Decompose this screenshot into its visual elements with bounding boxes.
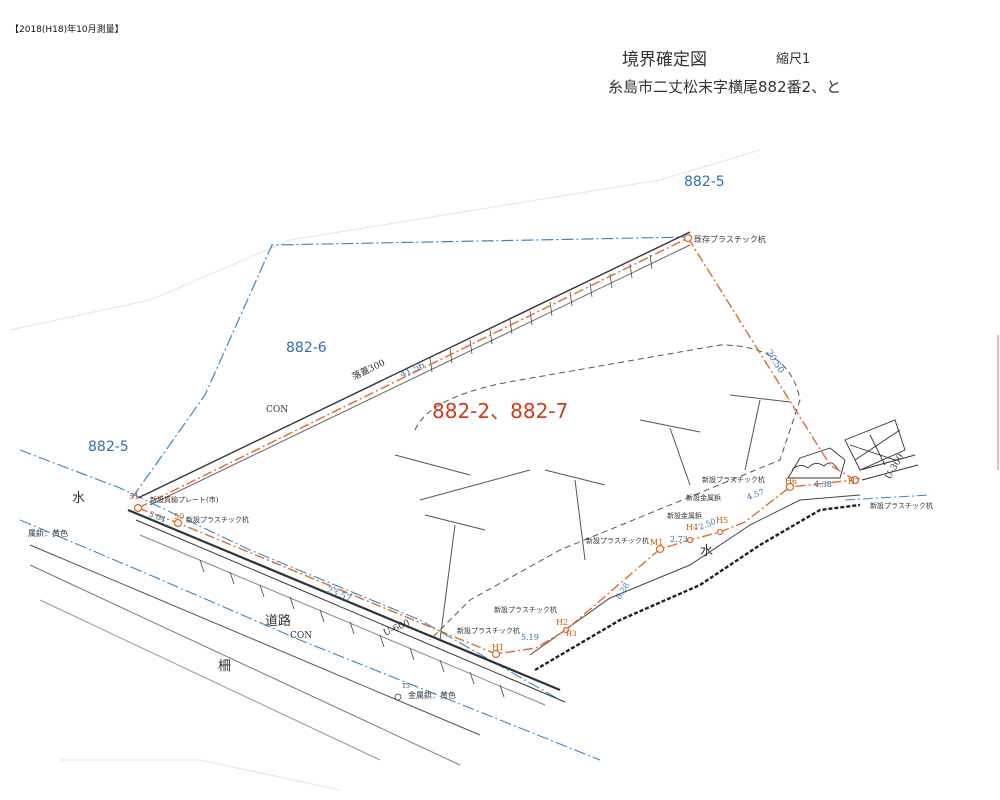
neighbor-parcel-882-6: 882-6 (286, 340, 327, 356)
drain-cover-label: 落蓋300 (350, 356, 387, 382)
parcel-boundary (137, 237, 856, 655)
existing-plastic-stake-label: 既存プラスチック杭 (694, 234, 766, 244)
point-51: 51 (129, 492, 139, 501)
metal-h4-label: 新設金属鋲 (667, 511, 702, 520)
brass-plate-label: 新設真鍮プレート(市) (150, 495, 219, 504)
stake-h6-label: 新設プラスチック杭 (702, 475, 765, 484)
address-label: 糸島市二丈松末字横尾882番2、と (608, 78, 842, 96)
stake-m1-label: 新設プラスチック杭 (586, 536, 649, 545)
water-label-river: 水 (700, 544, 713, 559)
boundary-point-markers (133, 233, 860, 659)
metal-yellow-left-label: 属鋲：黄色 (28, 528, 68, 538)
road-hatch (199, 559, 505, 698)
con-label-top: CON (266, 405, 288, 415)
u300-label: U-300 (884, 452, 907, 481)
drawing-title: 境界確定図 (622, 50, 707, 70)
distance-h6-h7: 4.38 (814, 480, 832, 489)
point-50: 50 (174, 512, 184, 521)
scale-label: 縮尺1 (776, 52, 811, 67)
stake-h1-label: 新設プラスチック杭 (457, 626, 520, 635)
distance-m1-h4: 2.73 (670, 535, 688, 544)
water-label-left: 水 (72, 491, 85, 506)
t5-marker (394, 693, 402, 701)
stake-50-label: 新設プラスチック杭 (186, 515, 249, 524)
distance-right: 20.50 (763, 348, 785, 375)
distance-h5-h6: 4.57 (746, 487, 766, 502)
t5-label: T5 (402, 683, 410, 690)
survey-date-note: 【2018(H18)年10月測量】 (10, 25, 124, 35)
stake-h7-label: 新設プラスチック杭 (870, 501, 933, 510)
neighbor-parcel-left: 882-5 (88, 439, 129, 455)
con-label-road: CON (290, 631, 312, 641)
point-h4: H4 (686, 523, 698, 532)
sheet-edges (9, 149, 999, 791)
distance-h2-m1: 8.28 (614, 581, 631, 601)
river-wall (529, 494, 861, 672)
interior-structures (394, 344, 801, 641)
neighbor-parcel-top: 882-5 (684, 174, 725, 190)
point-h7: H7 (848, 477, 860, 486)
point-h2: H2 (556, 618, 568, 627)
u300-channel (844, 454, 931, 501)
road-label: 道路 (265, 613, 291, 629)
point-h5: H5 (716, 516, 728, 525)
stake-h2-label: 新設プラスチック杭 (494, 605, 557, 614)
target-parcel-label: 882-2、882-7 (432, 399, 568, 423)
rock-mound (787, 419, 906, 479)
parcel-882-6-boundary (131, 236, 691, 499)
point-h1: H1 (492, 643, 504, 652)
point-h6: H6 (785, 477, 797, 486)
distance-h1-h2: 5.19 (521, 633, 539, 642)
point-h3: H3 (566, 630, 577, 638)
metal-h5-label: 新設金属鋲 (686, 493, 721, 502)
fence-label: 柵 (218, 659, 231, 674)
point-m1: M1 (650, 538, 663, 547)
metal-yellow-bottom-label: 金属鋲：黄色 (408, 690, 456, 700)
water-channel-lines (19, 449, 601, 761)
distance-top: 41.56 (399, 360, 427, 380)
road-structure (29, 231, 691, 766)
